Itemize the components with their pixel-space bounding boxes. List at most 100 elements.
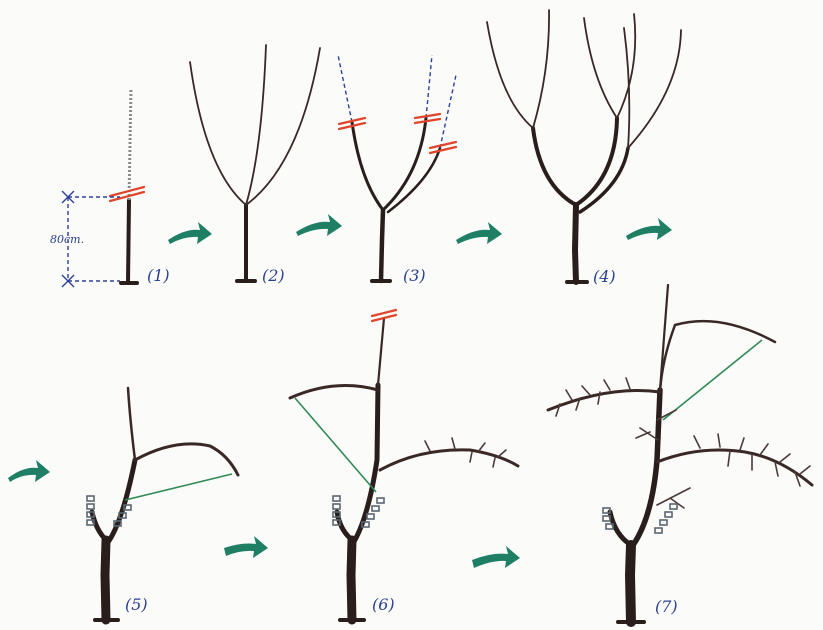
step-1-dim-x-top <box>61 190 75 204</box>
step-7-top-bent <box>658 319 777 394</box>
tie <box>366 513 375 520</box>
tie <box>332 519 341 526</box>
step-5-guy-wire <box>124 473 233 501</box>
step-2-label: (2) <box>262 266 285 285</box>
step-1-trunk <box>126 198 131 285</box>
tie <box>86 519 95 526</box>
tie <box>602 515 611 522</box>
step-1-cut-mark-2 <box>108 190 146 203</box>
step-2-sapling: (2) <box>189 44 321 285</box>
step-5-label: (5) <box>125 595 148 614</box>
step-5-leader <box>103 457 138 548</box>
step-3-cut-right <box>428 140 458 150</box>
arrow-into-5 <box>8 460 50 482</box>
step-6-twigs <box>424 437 507 468</box>
tie <box>332 503 341 510</box>
tie <box>376 497 385 504</box>
step-1-label: (1) <box>147 266 170 285</box>
step-7-left-twigs <box>555 377 631 417</box>
step-2-branch-center <box>245 44 267 206</box>
tie <box>118 512 127 519</box>
tie <box>113 520 122 527</box>
step-7-final-form: (7) <box>546 283 814 627</box>
step-1-dim-x-bottom <box>61 274 75 288</box>
step-6-stub-left <box>334 509 355 543</box>
step-7-stub-left <box>607 509 634 548</box>
tie <box>332 511 341 518</box>
step-3-branch-right <box>386 146 442 214</box>
step-4-label: (4) <box>593 267 616 286</box>
step-6-leader <box>349 382 381 548</box>
step-5-training: (5) <box>86 386 240 625</box>
tie <box>86 511 95 518</box>
step-4-shoot-center-b <box>616 13 637 119</box>
step-3-cut-left <box>337 116 367 126</box>
step-3-branch-left <box>350 120 385 212</box>
step-6-bent-left <box>288 384 380 400</box>
step-3-removed-center <box>425 54 433 119</box>
step-6-leader-top <box>376 316 386 387</box>
arrow-1-to-2 <box>168 222 212 244</box>
step-4-scaffold-center <box>574 116 619 207</box>
tie <box>669 503 678 510</box>
tie <box>602 507 611 514</box>
step-7-guy-wire-top <box>662 339 763 421</box>
step-1-height-label: 80cm. <box>50 233 84 246</box>
step-7-label: (7) <box>655 597 678 616</box>
tie <box>123 504 132 511</box>
step-3-branch-center <box>381 116 428 212</box>
tie <box>605 523 614 530</box>
tie <box>664 511 673 518</box>
step-6-guy-wire <box>294 397 377 493</box>
step-4-shoot-center-a <box>583 17 618 119</box>
step-5-stub-left <box>89 509 109 543</box>
step-1-cut-mark <box>108 185 146 198</box>
step-6-cut-top-2 <box>370 313 398 323</box>
step-4-shoot-left-a <box>486 21 534 129</box>
step-3-cut-center <box>413 112 442 120</box>
step-5-leader-top <box>126 386 137 462</box>
step-6-side-branch <box>378 448 520 472</box>
step-7-right-twigs <box>693 433 811 487</box>
tie <box>332 495 341 502</box>
tie <box>371 505 380 512</box>
step-2-branch-left <box>189 61 247 206</box>
step-3-cut-left-2 <box>337 121 367 131</box>
tie <box>361 521 370 528</box>
step-6-leader-cut: (6) <box>288 308 520 625</box>
step-3-scaffold-cut: (3) <box>337 54 458 285</box>
step-6-label: (6) <box>372 595 395 614</box>
step-4-scaffold-right <box>578 146 630 214</box>
step-6-cut-top <box>370 308 398 318</box>
step-7-trunk <box>625 540 636 627</box>
step-4-shoot-left-b <box>532 9 550 129</box>
arrow-3-to-4 <box>456 222 502 244</box>
step-3-label: (3) <box>403 266 426 285</box>
tie <box>86 495 95 502</box>
step-7-ties <box>602 503 678 534</box>
step-3-cut-right-2 <box>428 145 458 155</box>
step-4-trunk <box>572 202 579 285</box>
step-1-whip: 80cm. (1) <box>50 87 170 288</box>
step-1-removed-top <box>127 87 133 201</box>
step-3-trunk <box>378 207 386 284</box>
step-3-removed-left <box>337 54 353 123</box>
step-2-branch-right <box>245 47 321 206</box>
step-5-ties <box>86 495 132 527</box>
step-4-regrowth: (4) <box>486 9 682 286</box>
step-7-leader <box>628 387 663 551</box>
step-7-left-arm <box>546 389 662 412</box>
arrow-6-to-7 <box>472 546 520 568</box>
step-3-removed-right <box>439 74 457 149</box>
step-7-inner-shoots <box>635 409 691 509</box>
arrow-5-to-6 <box>224 536 268 558</box>
arrow-4-to-5 <box>626 218 672 240</box>
step-6-ties <box>332 495 385 528</box>
tie <box>654 527 663 534</box>
step-7-right-arm <box>655 448 814 487</box>
step-6-trunk <box>346 535 357 625</box>
tie <box>86 503 95 510</box>
step-5-bent-branch <box>133 442 240 477</box>
